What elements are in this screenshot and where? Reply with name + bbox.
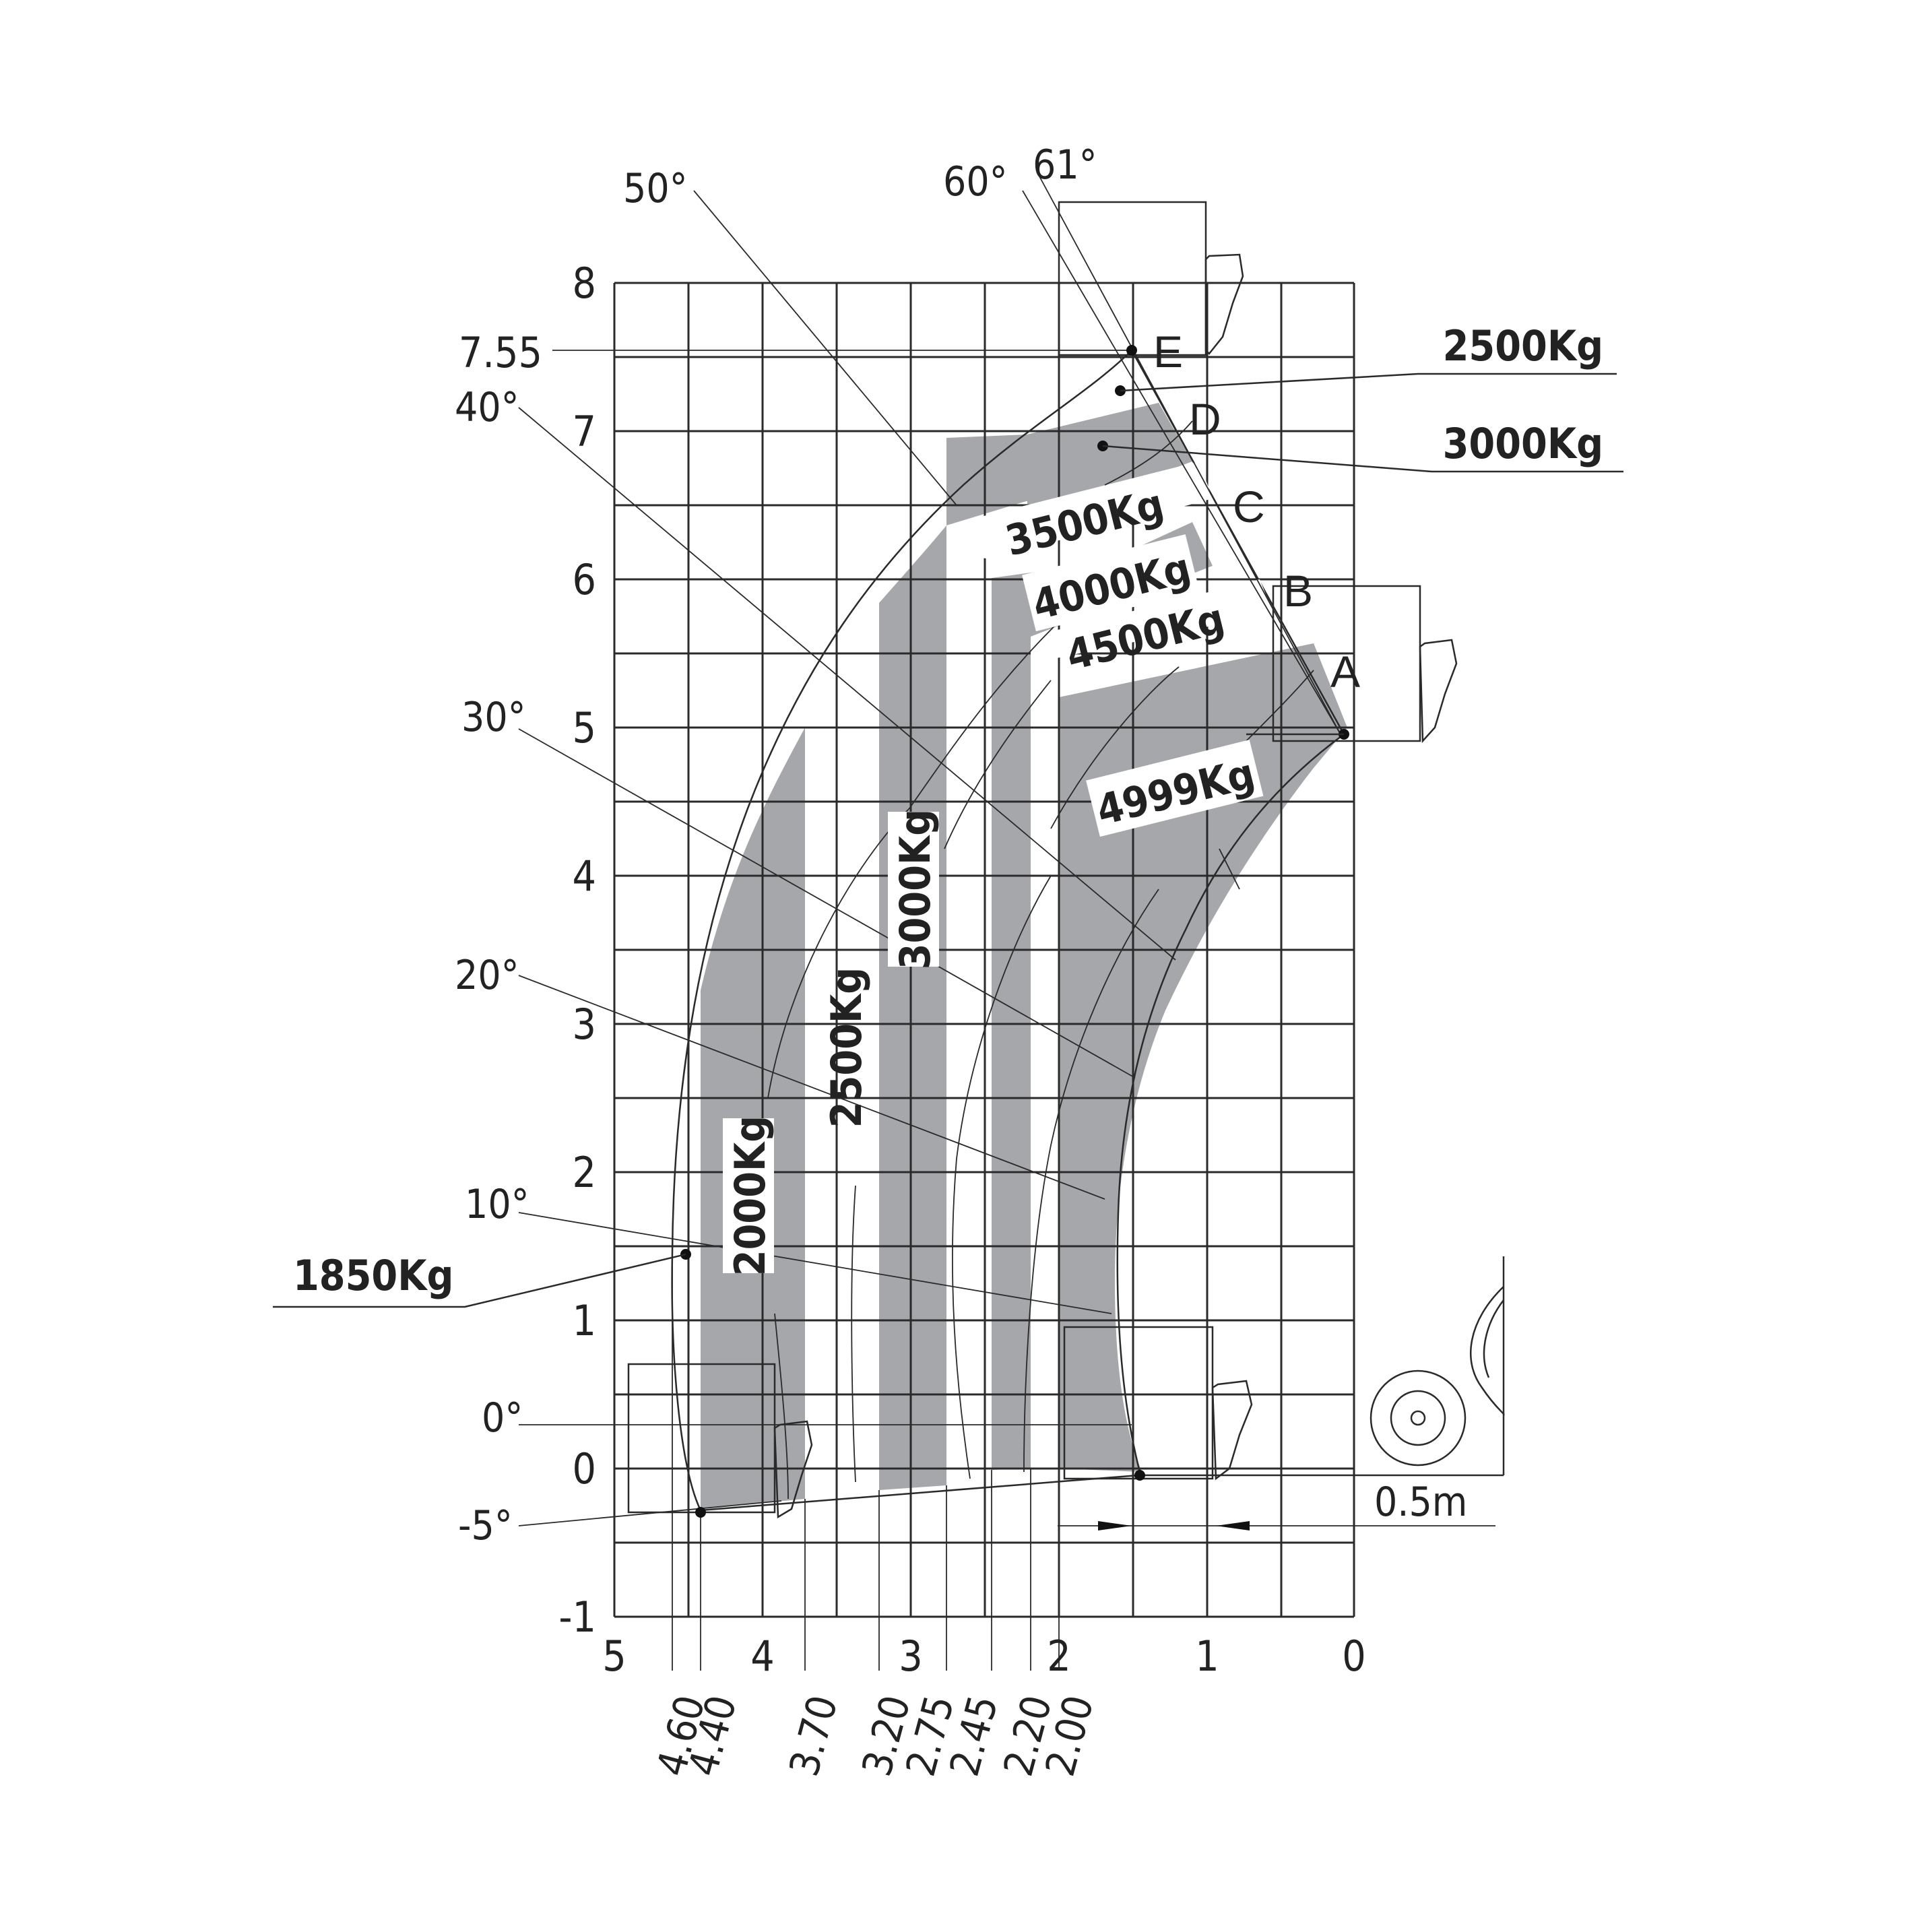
reach-lines (672, 1253, 1060, 1671)
dimension: 0.5m (1058, 1469, 1495, 1549)
envelope (671, 350, 1345, 1512)
callout-leaders (273, 373, 1623, 1308)
y-tick-3: 3 (573, 1000, 596, 1049)
y-tick-7-55: 7.55 (459, 328, 542, 377)
y-tick-6: 6 (573, 555, 596, 604)
y-tick-2: 2 (573, 1148, 596, 1197)
angle-10: 10° (465, 1181, 529, 1228)
angle-0: 0° (482, 1394, 523, 1442)
x-tick-2: 2 (1047, 1632, 1070, 1681)
y-tick-4: 4 (573, 851, 596, 901)
angle-lines (518, 174, 1341, 1526)
point-b: B (1283, 566, 1313, 616)
dimension-label: 0.5m (1374, 1479, 1467, 1526)
y-tick-7: 7 (573, 407, 596, 456)
angle-60: 60° (943, 158, 1008, 205)
x-tick-1: 1 (1195, 1632, 1219, 1681)
reach-marks: 4.60 4.40 3.70 3.20 2.75 2.45 2.20 2.00 (648, 1691, 1103, 1781)
angle-labels: 61° 60° 50° 40° 30° 20° 10° 0° -5° (455, 141, 1097, 1549)
zone-4000kg (992, 522, 1213, 1470)
callout-1850kg: 1850Kg (293, 1251, 453, 1300)
zone-label-3000kg: 3000Kg (891, 809, 940, 969)
load-zones (701, 403, 1347, 1509)
zone-top-grey (1027, 403, 1192, 509)
y-tick-5: 5 (573, 703, 596, 752)
x-tick-5: 5 (602, 1632, 626, 1681)
y-tick-0: 0 (573, 1444, 596, 1493)
point-c: C (1233, 482, 1265, 532)
x-tick-4: 4 (750, 1632, 774, 1681)
y-tick-8: 8 (573, 259, 596, 308)
zone-4999kg (1059, 643, 1347, 1472)
y-ticks: 8 7 6 5 4 3 2 1 0 -1 7.55 (459, 259, 596, 1642)
x-tick-3: 3 (899, 1632, 922, 1681)
angle-neg5: -5° (458, 1502, 513, 1549)
angle-50: 50° (623, 165, 688, 212)
angle-40: 40° (455, 384, 519, 431)
reach-mark: 3.70 (781, 1691, 847, 1781)
zone-3000kg (879, 525, 946, 1490)
angle-30: 30° (461, 694, 526, 741)
point-e: E (1153, 327, 1183, 377)
angle-61: 61° (1033, 141, 1097, 189)
y-tick-neg1: -1 (558, 1592, 596, 1642)
white-bands (946, 461, 1273, 664)
point-d: D (1189, 394, 1221, 444)
callout-3000kg: 3000Kg (1443, 419, 1603, 468)
callout-2500kg: 2500Kg (1443, 321, 1603, 371)
extension-points: A B C D E (1153, 327, 1360, 697)
callout-labels: 2500Kg 3000Kg 1850Kg (293, 321, 1603, 1300)
zone-label-2000kg: 2000Kg (726, 1116, 775, 1276)
y-tick-1: 1 (573, 1296, 596, 1345)
zone-label-2500kg: 2500Kg (822, 967, 871, 1128)
x-tick-0: 0 (1342, 1632, 1365, 1681)
x-ticks: 5 4 3 2 1 0 (602, 1632, 1365, 1681)
angle-20: 20° (455, 952, 519, 999)
point-a: A (1330, 647, 1360, 697)
points (680, 345, 1349, 1518)
